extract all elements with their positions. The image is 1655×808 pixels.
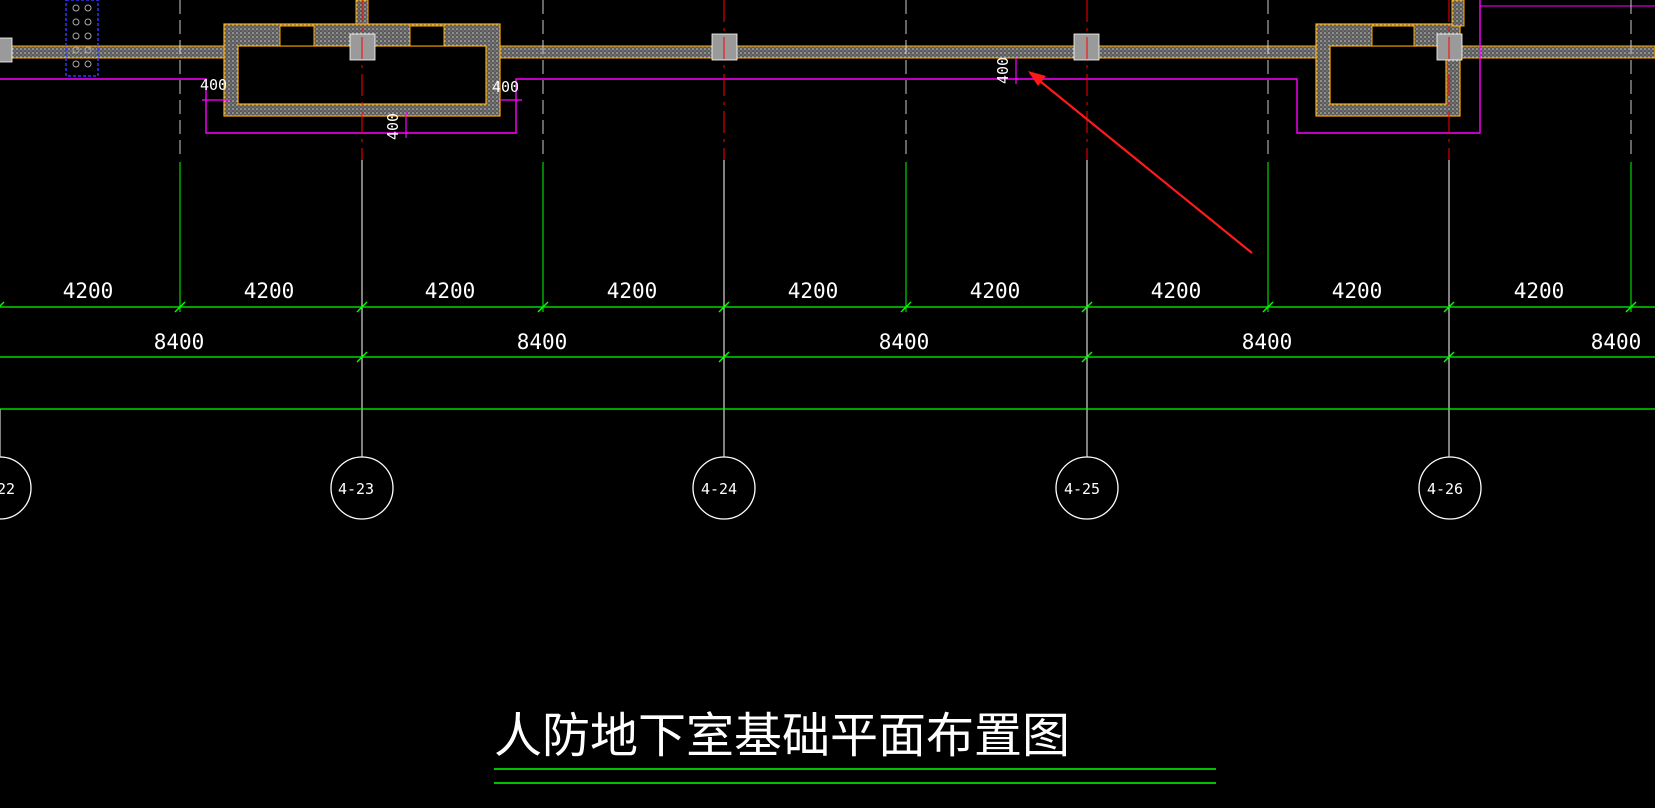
room-1-opening-a	[279, 25, 315, 47]
local-dim-label: 400	[994, 57, 1012, 84]
dim-4200: 4200	[1151, 279, 1202, 303]
drawing-title: 人防地下室基础平面布置图	[494, 708, 1070, 764]
axis-bubbles: 22 4-23 4-24 4-25 4-26	[0, 456, 1482, 520]
dim-tick	[1443, 351, 1455, 363]
blue-pile-dot	[84, 32, 92, 40]
dim-4200: 4200	[1514, 279, 1565, 303]
axis-bubble[interactable]	[1418, 456, 1482, 520]
axis-label: 22	[0, 480, 15, 498]
blue-pile-dot	[72, 60, 80, 68]
dim-tick	[356, 351, 368, 363]
room-1-opening-b	[409, 25, 445, 47]
local-dim-label: 400	[384, 113, 402, 140]
dim-4200: 4200	[425, 279, 476, 303]
blue-pile-dot	[72, 46, 80, 54]
blue-pile-dot	[72, 4, 80, 12]
dim-tick	[1262, 301, 1274, 313]
room-2-opening	[1371, 25, 1415, 47]
dim-8400: 8400	[517, 330, 568, 354]
dims-row-2: 8400 8400 8400 8400 8400	[154, 330, 1642, 354]
dim-tick	[174, 301, 186, 313]
blue-pile-dot	[84, 46, 92, 54]
axis-bubble[interactable]	[692, 456, 756, 520]
dim-4200: 4200	[970, 279, 1021, 303]
dim-4200: 4200	[244, 279, 295, 303]
axis-label: 4-24	[701, 480, 737, 498]
dim-8400: 8400	[1591, 330, 1642, 354]
axis-bubble[interactable]	[0, 456, 32, 520]
dim-tick	[356, 301, 368, 313]
dim-4200: 4200	[63, 279, 114, 303]
blue-pile-group	[65, 0, 99, 77]
dim-4200: 4200	[1332, 279, 1383, 303]
dim-tick	[900, 301, 912, 313]
axis-label: 4-26	[1427, 480, 1463, 498]
dim-tick	[718, 351, 730, 363]
blue-pile-outline	[65, 0, 99, 77]
foundation-outline	[0, 0, 1655, 134]
blue-pile-dot	[84, 60, 92, 68]
dim-8400: 8400	[1242, 330, 1293, 354]
dim-tick	[1081, 301, 1093, 313]
dim-4200: 4200	[788, 279, 839, 303]
foundation-wall	[0, 0, 1655, 117]
blue-pile-dot	[84, 18, 92, 26]
dim-tick	[537, 301, 549, 313]
red-arrow	[1028, 71, 1253, 254]
blue-pile-dot	[72, 18, 80, 26]
axis-bubble[interactable]	[1055, 456, 1119, 520]
red-arrow-head	[1028, 71, 1046, 86]
column	[0, 37, 13, 63]
local-dim-label: 400	[492, 78, 519, 96]
dims-row-1: 4200 4200 4200 4200 4200 4200 4200 4200 …	[63, 279, 1565, 303]
local-dim-label: 400	[200, 76, 227, 94]
local-dimensions: 400 400 400 400	[200, 57, 1017, 140]
grid-lines	[0, 0, 1632, 457]
dim-tick	[718, 301, 730, 313]
dim-tick	[1443, 301, 1455, 313]
dimension-ticks	[0, 301, 1637, 363]
dim-tick	[0, 301, 5, 307]
blue-pile-dot	[84, 4, 92, 12]
dim-4200: 4200	[607, 279, 658, 303]
outline-left	[0, 0, 1481, 134]
axis-bubble[interactable]	[330, 456, 394, 520]
dim-8400: 8400	[154, 330, 205, 354]
dim-tick	[1081, 351, 1093, 363]
dimension-lines	[0, 301, 1655, 410]
room-2-interior	[1329, 45, 1447, 105]
red-arrow-shaft	[1029, 72, 1253, 254]
blue-pile-dot	[72, 32, 80, 40]
axis-label: 4-25	[1064, 480, 1100, 498]
dim-tick	[1625, 301, 1637, 313]
room-2-stub	[1451, 0, 1465, 27]
axis-label: 4-23	[338, 480, 374, 498]
drawing-title-block: 人防地下室基础平面布置图	[494, 708, 1216, 784]
dim-8400: 8400	[879, 330, 930, 354]
